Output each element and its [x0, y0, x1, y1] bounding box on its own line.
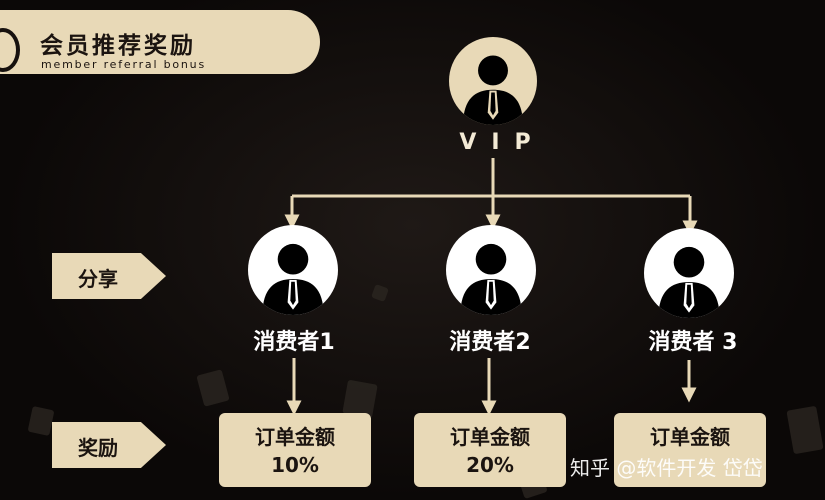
reward-box-3: 订单金额	[614, 413, 766, 487]
reward-box-2: 订单金额 20%	[414, 413, 566, 487]
reward-title: 订单金额	[255, 425, 335, 449]
share-tag: 分享	[52, 253, 166, 299]
reward-value: 20%	[466, 453, 514, 477]
page-subtitle: member referral bonus	[41, 58, 206, 71]
consumer-1-label: 消费者1	[253, 330, 335, 355]
header-banner: 会员推荐奖励 member referral bonus	[0, 10, 320, 74]
ring-icon	[0, 28, 20, 72]
page-title: 会员推荐奖励	[40, 33, 196, 59]
consumer-2-label: 消费者2	[449, 330, 531, 355]
reward-title: 订单金额	[650, 425, 730, 449]
reward-value: 10%	[271, 453, 319, 477]
consumer-3-label: 消费者 3	[648, 330, 738, 355]
share-tag-label: 分享	[78, 267, 118, 291]
consumer-1-avatar-icon	[248, 225, 338, 315]
vip-avatar-icon	[449, 37, 537, 125]
reward-title: 订单金额	[450, 425, 530, 449]
watermark: 知乎 @软件开发 岱岱	[570, 456, 763, 480]
reward-tag-label: 奖励	[78, 436, 118, 460]
reward-box-1: 订单金额 10%	[219, 413, 371, 487]
reward-tag: 奖励	[52, 422, 166, 468]
consumer-2-avatar-icon	[446, 225, 536, 315]
vip-label: VIP	[459, 130, 546, 155]
consumer-3-avatar-icon	[644, 228, 734, 318]
